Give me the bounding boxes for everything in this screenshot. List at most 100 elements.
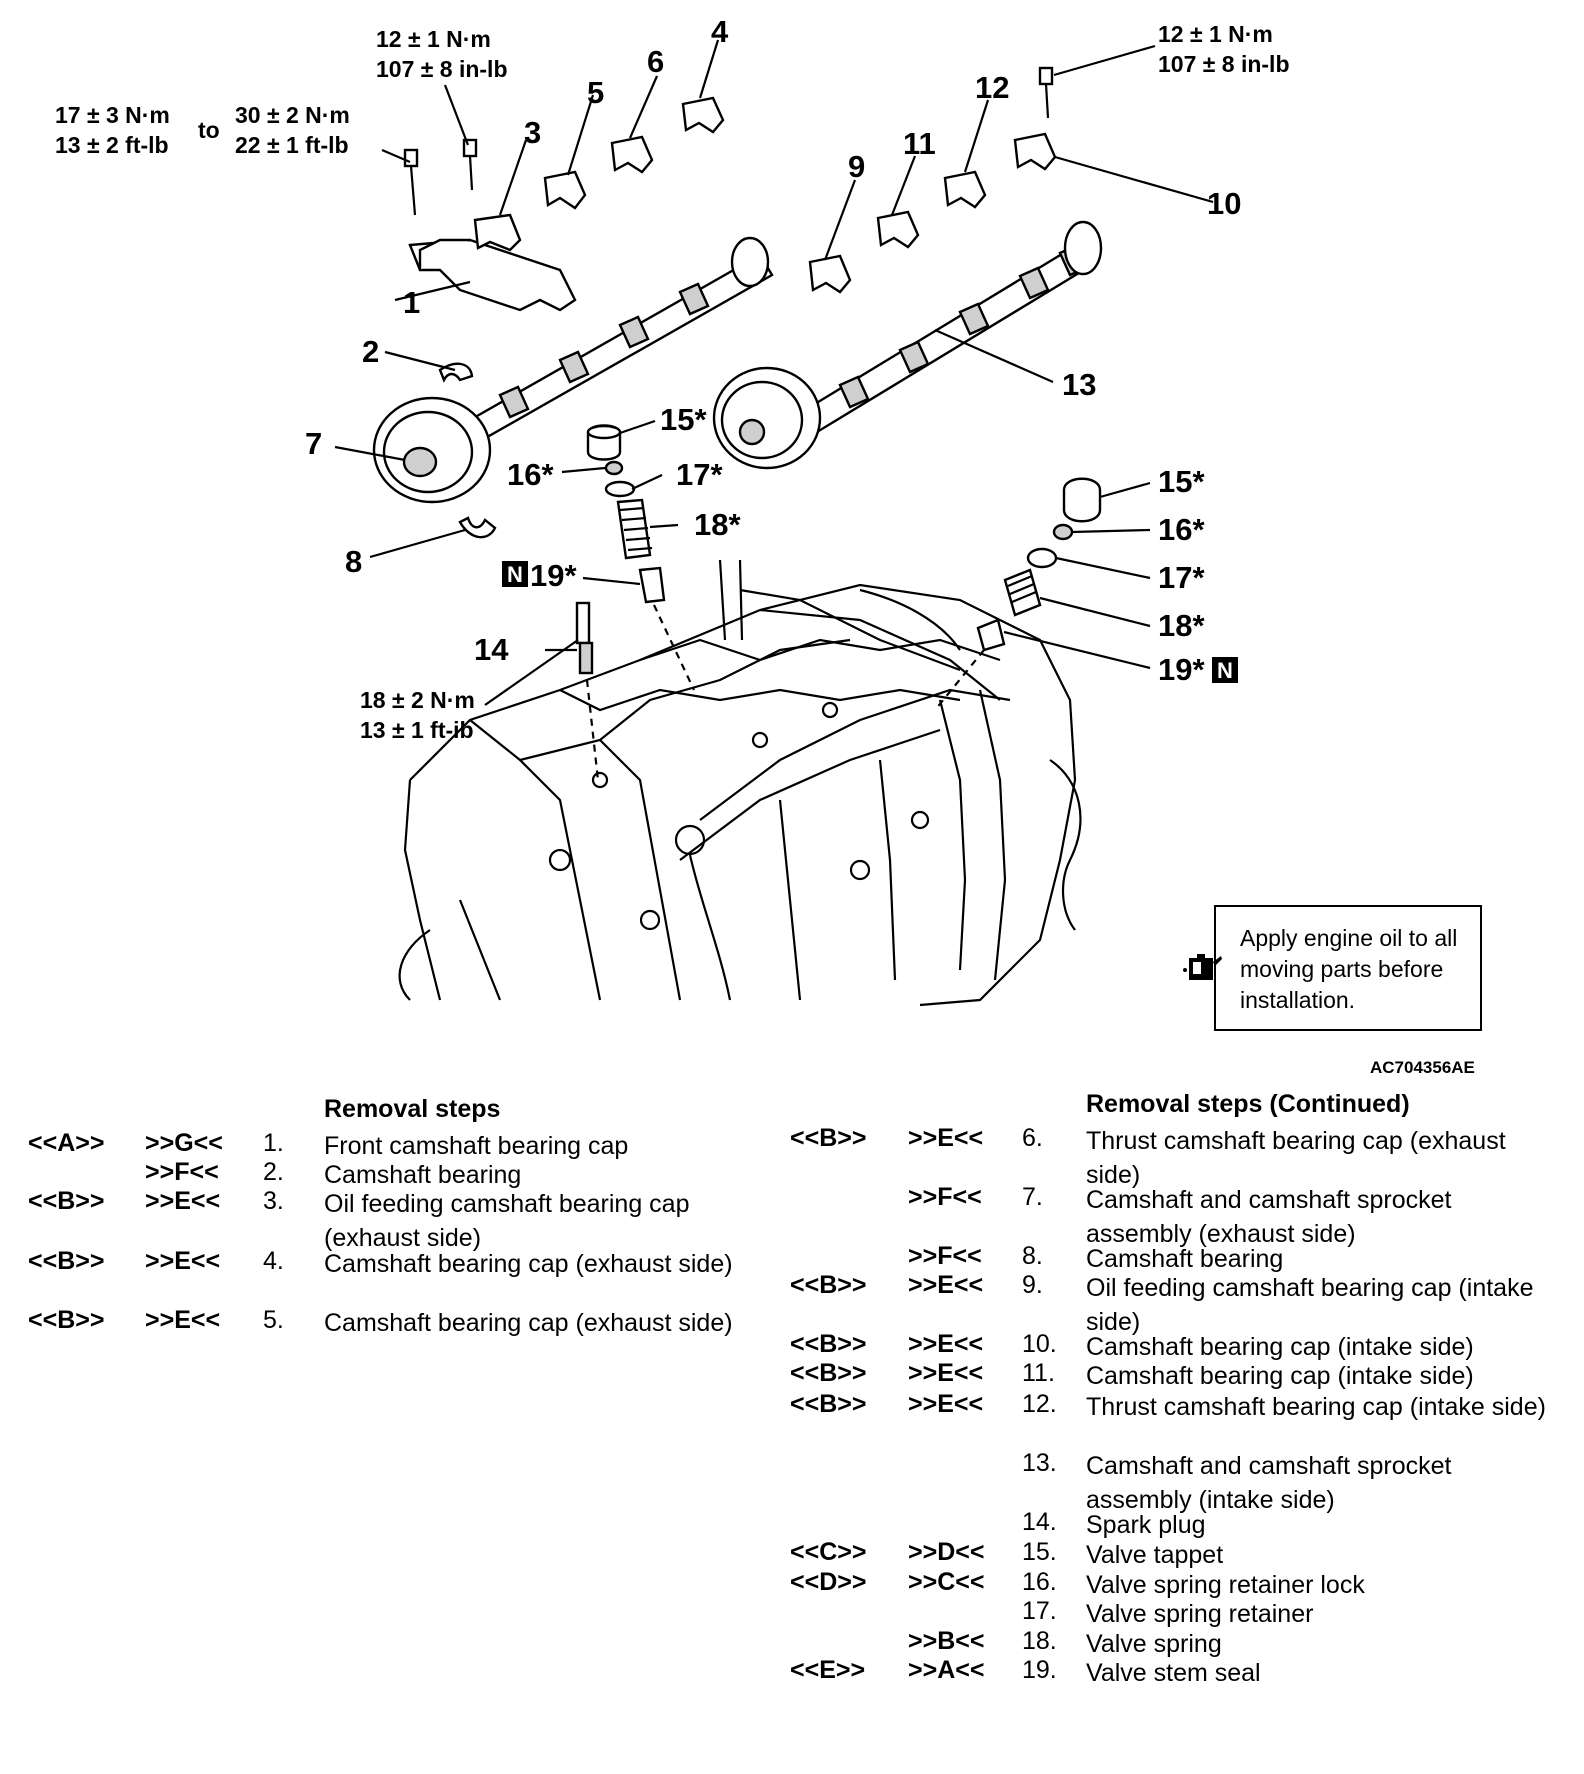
step-name: Valve spring [1086, 1630, 1222, 1658]
step-number: 8. [1022, 1242, 1043, 1270]
callout-6: 6 [647, 44, 664, 79]
step-name: Spark plug [1086, 1511, 1206, 1539]
callout-15-exhaust: 15* [660, 402, 707, 437]
camshaft-intake [803, 220, 1103, 434]
callout-19-intake: 19* [1158, 652, 1205, 687]
torque-front-min-ftlb: 13 ± 2 ft-lb [55, 132, 169, 158]
step-removal-ref: <<B>> [28, 1187, 105, 1215]
torque-to-word: to [198, 117, 220, 143]
new-part-mark-exhaust [502, 561, 528, 587]
step-removal-ref: <<D>> [790, 1568, 867, 1596]
engine-cylinder-head [398, 559, 1082, 1007]
valve-train-intake [934, 477, 1102, 711]
step-install-ref: >>F<< [908, 1242, 982, 1270]
step-install-ref: >>E<< [145, 1247, 221, 1275]
bearing-cap-exhaust-5 [543, 170, 587, 210]
step-number: 16. [1022, 1568, 1057, 1596]
oil-note-text: Apply engine oil to all moving parts bef… [1240, 925, 1458, 1013]
callout-2: 2 [362, 334, 379, 369]
step-name: Camshaft and camshaft sprocket assembly … [1086, 1186, 1452, 1248]
step-install-ref: >>G<< [145, 1129, 223, 1157]
step-removal-ref: <<B>> [790, 1390, 867, 1418]
callout-12: 12 [975, 70, 1009, 105]
step-install-ref: >>F<< [908, 1183, 982, 1211]
bearing-cap-intake-10 [1013, 132, 1057, 171]
step-install-ref: >>E<< [908, 1124, 984, 1152]
step-install-ref: >>F<< [145, 1158, 219, 1186]
step-number: 7. [1022, 1183, 1043, 1211]
bolt-exhaust-cap [462, 138, 478, 191]
new-part-mark-intake-letter: N [1217, 658, 1233, 683]
callout-17-exhaust: 17* [676, 457, 723, 492]
step-name: Camshaft bearing cap (exhaust side) [324, 1250, 733, 1278]
torque-exhaust-nm: 12 ± 1 N·m [376, 26, 491, 52]
step-install-ref: >>D<< [908, 1538, 985, 1566]
step-install-ref: >>B<< [908, 1627, 985, 1655]
torque-spark-plug-nm: 18 ± 2 N·m [360, 687, 475, 713]
step-name: Camshaft bearing [1086, 1245, 1284, 1273]
step-number: 14. [1022, 1508, 1057, 1536]
step-name: Oil feeding camshaft bearing cap (intake… [1086, 1274, 1534, 1336]
step-number: 12. [1022, 1390, 1057, 1418]
new-part-mark-exhaust-letter: N [507, 562, 523, 587]
bearing-cap-intake-11 [876, 210, 920, 249]
step-install-ref: >>E<< [908, 1330, 984, 1358]
leader-lines [334, 39, 1214, 706]
step-number: 19. [1022, 1656, 1057, 1684]
step-name: Valve spring retainer lock [1086, 1571, 1365, 1599]
torque-intake-inlb: 107 ± 8 in-lb [1158, 51, 1290, 77]
figure-code: AC704356AE [1370, 1058, 1475, 1077]
camshaft-bearing-lower [458, 516, 497, 539]
new-part-mark-intake [1212, 657, 1238, 683]
camshaft-sprocket-exhaust [372, 396, 492, 504]
step-name: Front camshaft bearing cap [324, 1132, 629, 1160]
callout-16-exhaust: 16* [507, 457, 554, 492]
torque-exhaust-inlb: 107 ± 8 in-lb [376, 56, 508, 82]
step-install-ref: >>E<< [908, 1359, 984, 1387]
step-name: Valve tappet [1086, 1541, 1224, 1569]
step-number: 6. [1022, 1124, 1043, 1152]
step-number: 2. [263, 1158, 284, 1186]
step-number: 5. [263, 1306, 284, 1334]
torque-front-max-ftlb: 22 ± 1 ft-lb [235, 132, 349, 158]
step-name: Valve spring retainer [1086, 1600, 1314, 1628]
valve-train-exhaust [586, 424, 695, 691]
step-name: Thrust camshaft bearing cap (intake side… [1086, 1393, 1546, 1421]
callout-10: 10 [1207, 186, 1241, 221]
callout-5: 5 [587, 75, 604, 110]
callout-19-exhaust: 19* [530, 558, 577, 593]
step-name: Oil feeding camshaft bearing cap (exhaus… [324, 1190, 690, 1252]
step-removal-ref: <<E>> [790, 1656, 866, 1684]
callout-18-exhaust: 18* [694, 507, 741, 542]
torque-front-min-nm: 17 ± 3 N·m [55, 102, 170, 128]
callout-16-intake: 16* [1158, 512, 1205, 547]
step-number: 4. [263, 1247, 284, 1275]
step-name: Camshaft bearing cap (exhaust side) [324, 1309, 733, 1337]
removal-steps-title: Removal steps [324, 1095, 501, 1123]
step-number: 13. [1022, 1449, 1057, 1477]
camshaft-sprocket-intake [712, 366, 822, 470]
step-name: Camshaft and camshaft sprocket assembly … [1086, 1452, 1452, 1514]
oil-feeding-bearing-cap-exhaust [473, 213, 522, 252]
step-number: 11. [1022, 1359, 1055, 1387]
step-removal-ref: <<C>> [790, 1538, 867, 1566]
step-number: 9. [1022, 1271, 1043, 1299]
callout-1: 1 [403, 285, 420, 320]
bolt-intake-cap [1038, 66, 1054, 119]
step-name: Thrust camshaft bearing cap (exhaust sid… [1086, 1127, 1506, 1189]
step-install-ref: >>C<< [908, 1568, 985, 1596]
callout-15-intake: 15* [1158, 464, 1205, 499]
exploded-camshaft-diagram: 17 ± 3 N·m 13 ± 2 ft-lb to 30 ± 2 N·m 22… [55, 14, 1290, 1007]
callout-11: 11 [903, 126, 936, 161]
step-number: 18. [1022, 1627, 1057, 1655]
removal-steps-left: Removal steps <<A>>>>G<<1.Front camshaft… [28, 1095, 748, 1435]
camshaft-exhaust [468, 236, 774, 442]
step-install-ref: >>E<< [145, 1306, 221, 1334]
spark-plug [575, 601, 600, 781]
callout-9: 9 [848, 149, 865, 184]
removal-steps-right: Removal steps (Continued) <<B>>>>E<<6.Th… [790, 1090, 1580, 1770]
callout-3: 3 [524, 115, 541, 150]
step-name: Camshaft bearing cap (intake side) [1086, 1362, 1474, 1390]
front-camshaft-bearing-cap [408, 238, 577, 312]
step-removal-ref: <<B>> [28, 1247, 105, 1275]
